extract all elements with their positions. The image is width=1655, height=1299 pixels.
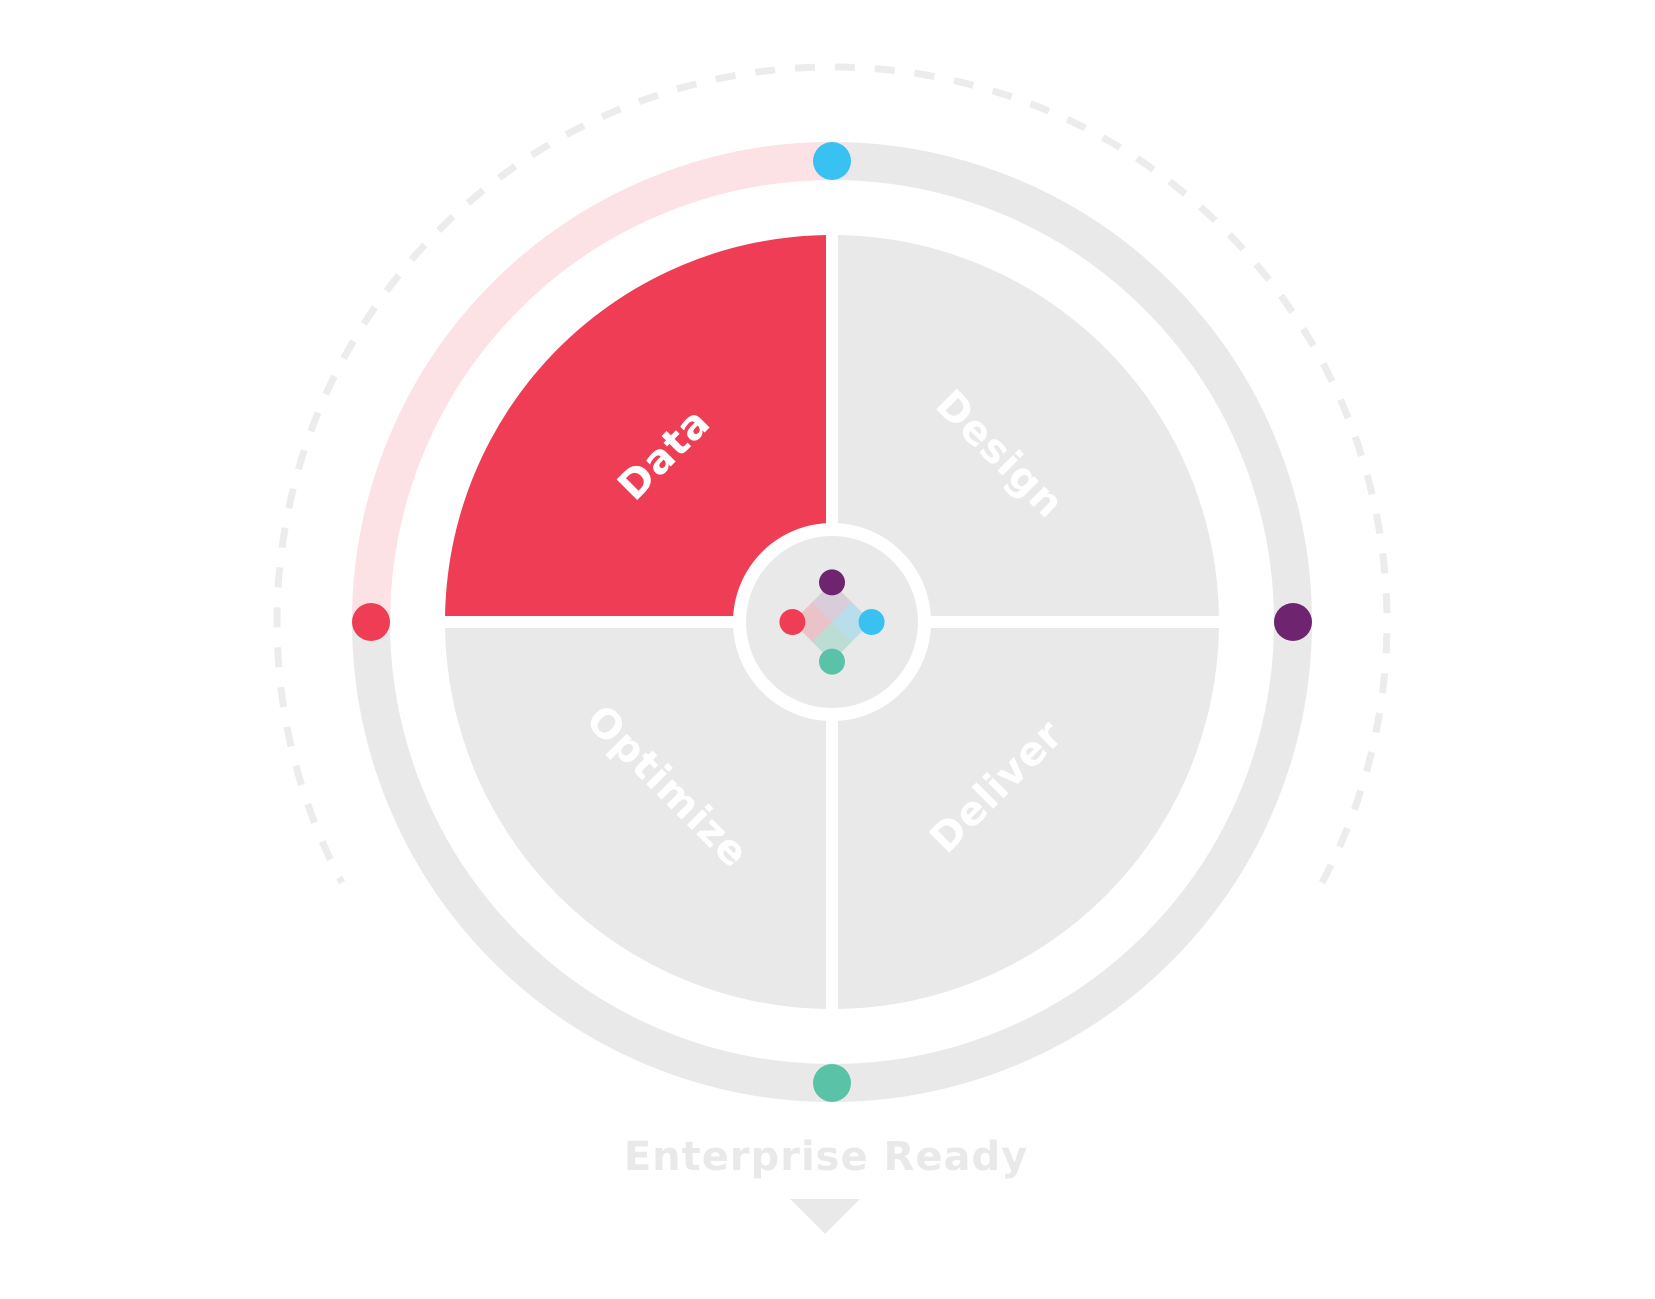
milestone-dot-design[interactable] [813, 142, 851, 180]
logo-square-top-right [831, 602, 872, 642]
enterprise-ready-label: Enterprise Ready [624, 1134, 1028, 1180]
diamond-dots-logo-icon [779, 569, 885, 675]
logo-square-bottom-right [812, 621, 852, 662]
outer-dashed-ring [273, 63, 1391, 885]
logo-dot-purple [819, 569, 845, 596]
progress-track-active-arc [352, 142, 833, 623]
logo-dot-red [779, 609, 806, 635]
triangle-down-icon [790, 1199, 860, 1234]
segment-design[interactable] [832, 235, 1219, 622]
center-hub [746, 536, 918, 708]
segment-optimize[interactable] [445, 622, 832, 1009]
logo-dot-green [819, 648, 845, 675]
logo-dot-blue [858, 609, 885, 635]
logo-square-bottom-left [792, 602, 832, 642]
segment-deliver[interactable] [832, 622, 1219, 1009]
logo-square-top-left [812, 582, 852, 622]
milestone-dot-optimize[interactable] [813, 1064, 851, 1102]
quadrant-group [445, 235, 1219, 1009]
segment-data[interactable] [445, 235, 832, 622]
milestone-dot-deliver[interactable] [1274, 603, 1312, 641]
milestone-dot-data[interactable] [352, 603, 390, 641]
